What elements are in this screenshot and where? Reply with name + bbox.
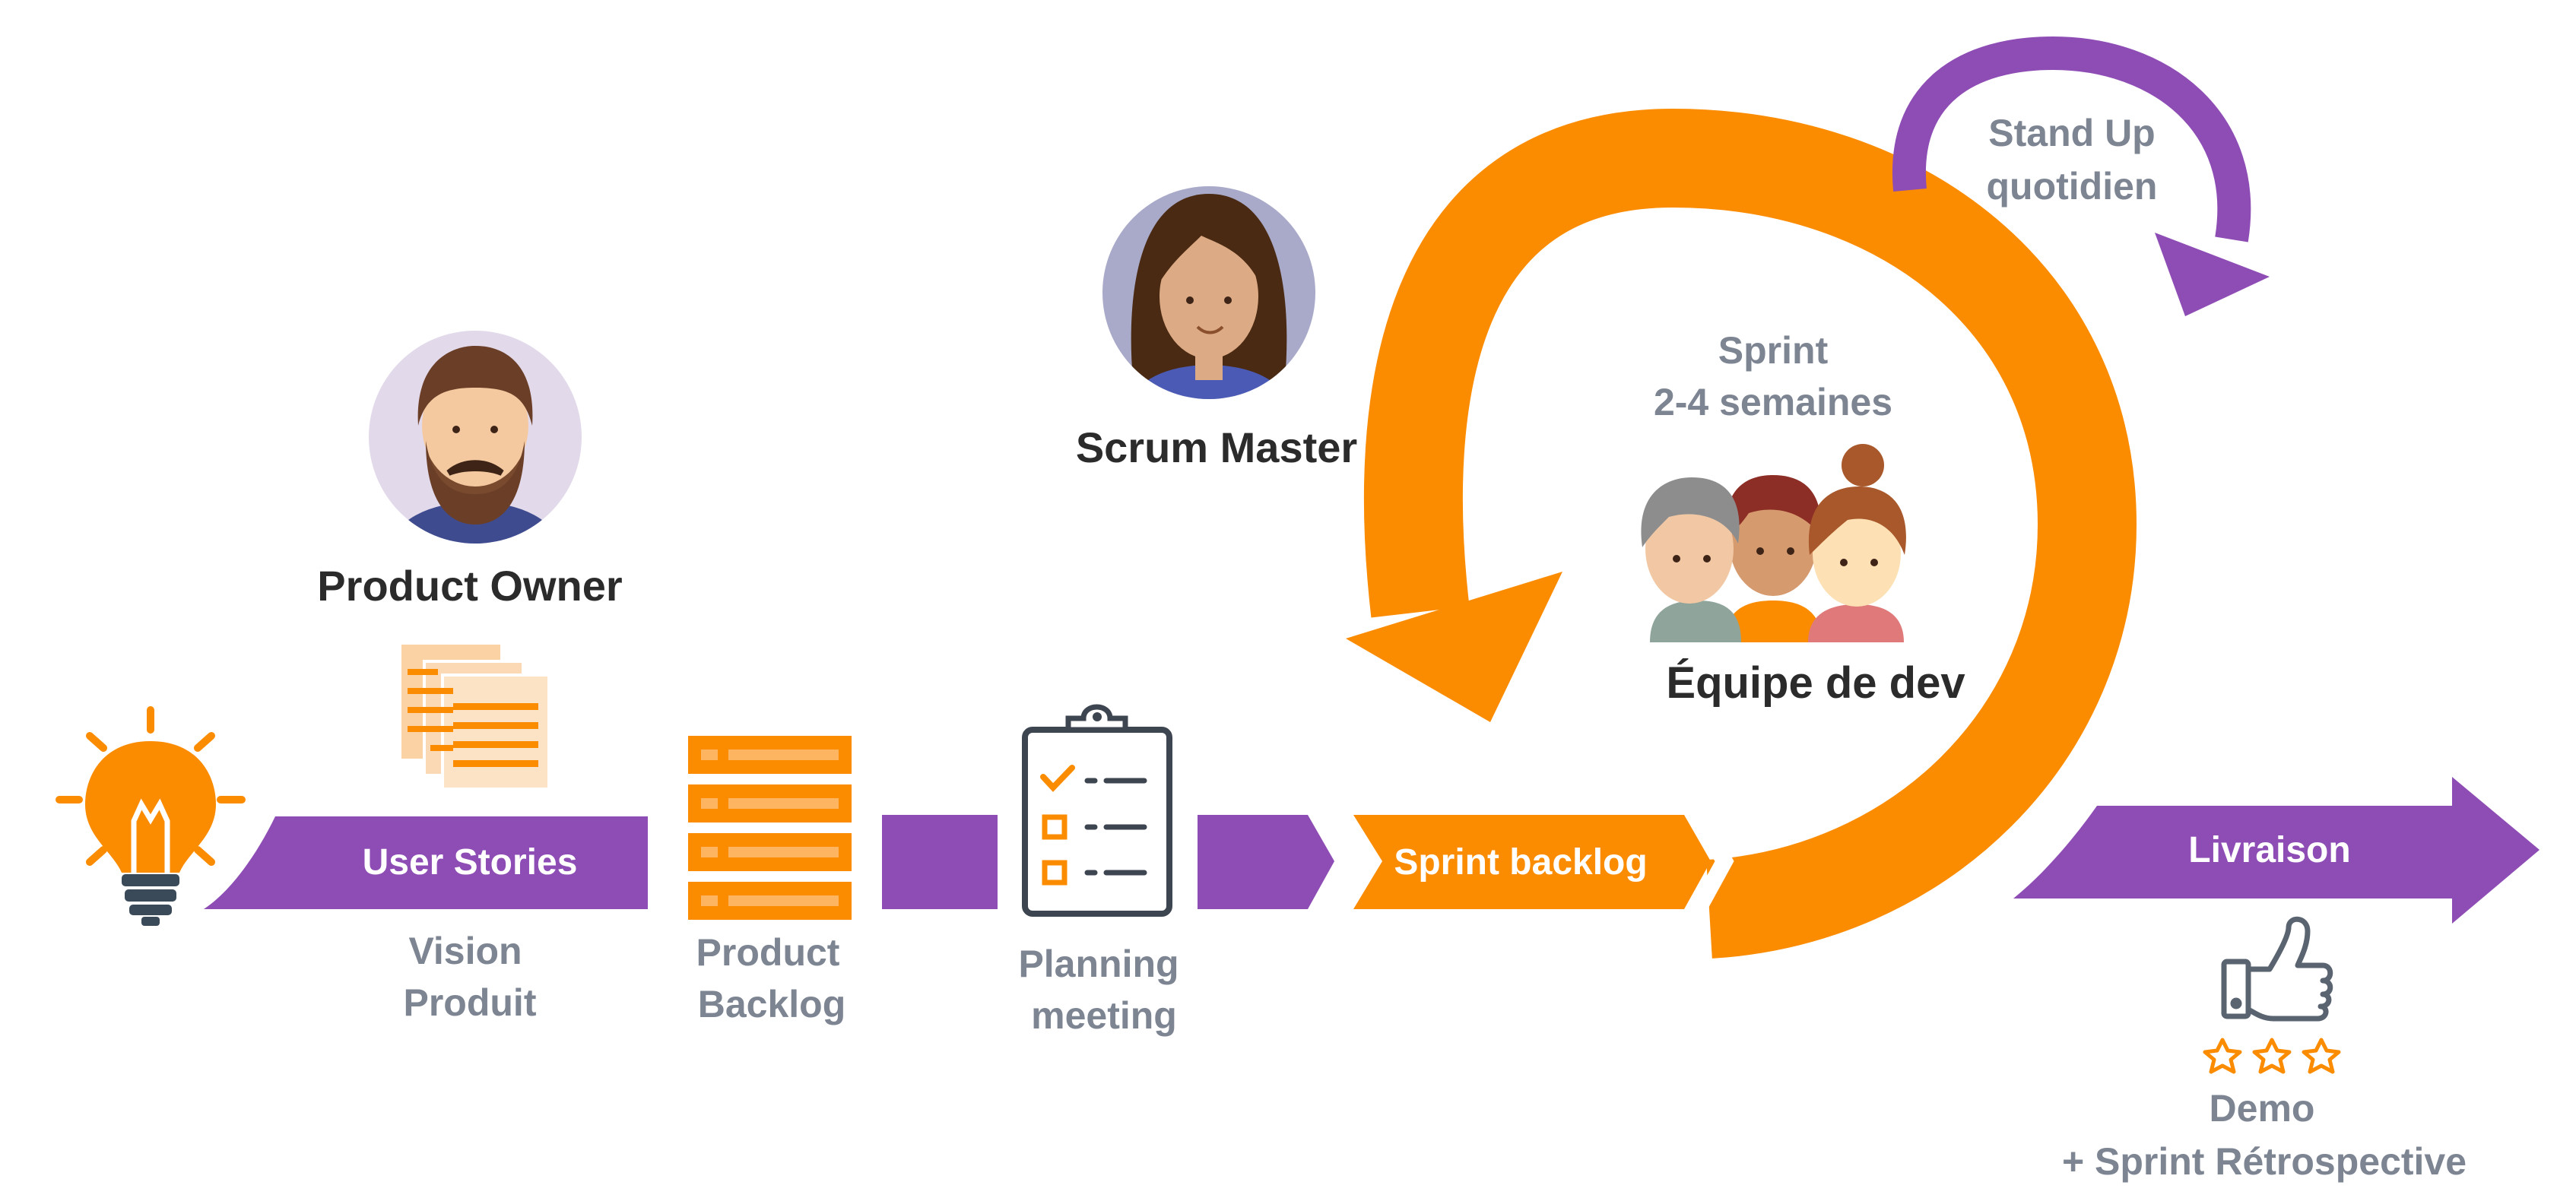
- clipboard-checklist-icon: [1022, 704, 1172, 917]
- sprint-cycle: Sprint backlog: [1346, 108, 2137, 959]
- standup-arrowhead: [2155, 233, 2270, 316]
- sprint-loop-arrowhead: [1346, 572, 1562, 722]
- stars-icon: [2203, 1038, 2341, 1074]
- demo-line1: Demo: [2210, 1087, 2315, 1130]
- sprint-loop-arrow: [1363, 108, 2137, 959]
- standup-line1: Stand Up: [1988, 112, 2155, 154]
- sprint-backlog-bar: [1353, 815, 1711, 909]
- standup-line2: quotidien: [1987, 165, 2158, 208]
- user-stories-bar: [204, 816, 648, 909]
- thumbs-up-icon: [2221, 916, 2333, 1022]
- livraison-label: Livraison: [2188, 830, 2350, 870]
- scrum-master-avatar: [1102, 186, 1315, 399]
- demo-line2: + Sprint Rétrospective: [2062, 1140, 2467, 1183]
- vision-line2: Produit: [404, 981, 537, 1024]
- product-owner-avatar: [369, 331, 582, 544]
- sprint-line2: 2-4 semaines: [1654, 381, 1892, 423]
- user-stories-label: User Stories: [363, 842, 578, 883]
- standup-cycle: Stand Up quotidien: [1892, 36, 2270, 316]
- vision-line1: Vision: [408, 930, 522, 972]
- planning-line1: Planning: [1018, 943, 1179, 985]
- livraison-bar: [2013, 777, 2540, 924]
- livraison-arrow: Livraison: [2013, 777, 2540, 924]
- standup-arrow: [1892, 36, 2251, 242]
- scrum-master-title: Scrum Master: [1076, 423, 1357, 471]
- planning-line2: meeting: [1031, 994, 1177, 1037]
- sprint-line1: Sprint: [1718, 329, 1829, 372]
- product-owner-title: Product Owner: [317, 562, 622, 610]
- backlog-stack-icon: [688, 736, 852, 920]
- flow-bar: User Stories: [204, 815, 1334, 909]
- dev-team-title: Équipe de dev: [1666, 658, 1965, 708]
- flow-connector-2: [1198, 815, 1334, 909]
- documents-icon: [401, 645, 550, 791]
- sprint-backlog-label: Sprint backlog: [1394, 842, 1647, 883]
- flow-connector-1: [882, 815, 998, 909]
- product-backlog-line2: Backlog: [698, 983, 846, 1025]
- team-avatars-icon: [1641, 444, 1906, 642]
- sprint-bar-gap: [1686, 803, 1734, 921]
- lightbulb-icon: [56, 706, 246, 926]
- product-backlog-line1: Product: [696, 931, 840, 974]
